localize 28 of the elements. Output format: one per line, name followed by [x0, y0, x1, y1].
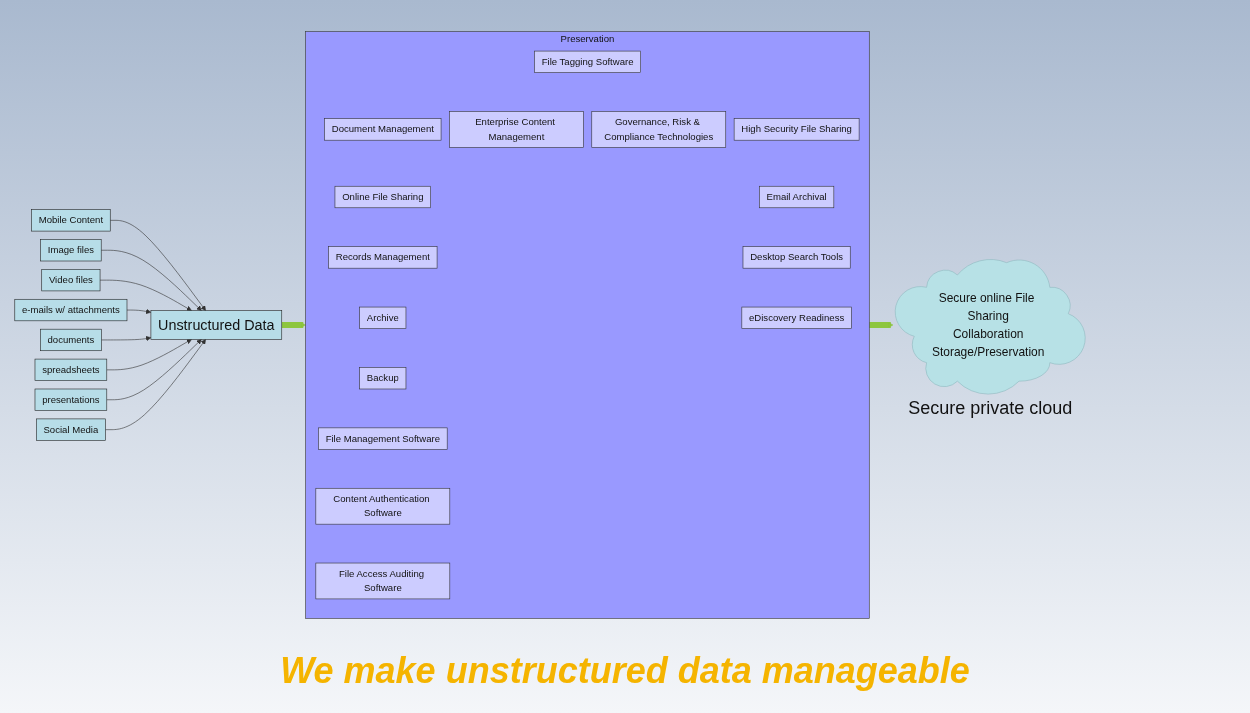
node-box: eDiscovery Readiness [741, 306, 852, 329]
node-box: Image files [40, 239, 102, 262]
node-box: e-mails w/ attachments [14, 298, 128, 322]
node-box: Unstructured Data [150, 310, 283, 340]
node-box: Records Management [328, 246, 438, 269]
node-box: File Tagging Software [534, 50, 641, 73]
node-box: Email Archival [759, 185, 835, 209]
node-box: Backup [359, 367, 407, 390]
node-box: Content Authentication Software [315, 487, 451, 525]
node-box: High Security File Sharing [733, 118, 860, 141]
cloud-caption: Secure private cloud [908, 398, 1073, 419]
arrow [280, 322, 306, 328]
node-box: Governance, Risk & Compliance Technologies [591, 111, 727, 148]
node-box: Archive [359, 306, 407, 329]
node-box: Mobile Content [31, 209, 111, 232]
node-box: presentations [34, 388, 108, 411]
node-box: File Management Software [318, 427, 448, 450]
node-box: spreadsheets [34, 358, 108, 381]
node-box: Social Media [36, 418, 106, 441]
arrow [868, 322, 894, 328]
node-box: documents [40, 328, 102, 352]
caption: We make unstructured data manageable [280, 650, 970, 691]
node-box: Enterprise Content Management [449, 111, 584, 148]
node-box: File Access Auditing Software [315, 562, 451, 600]
node-box: Document Management [324, 118, 442, 141]
node-box: Online File Sharing [334, 185, 431, 209]
node-box: Video files [41, 269, 101, 292]
node-box: Desktop Search Tools [742, 246, 851, 269]
